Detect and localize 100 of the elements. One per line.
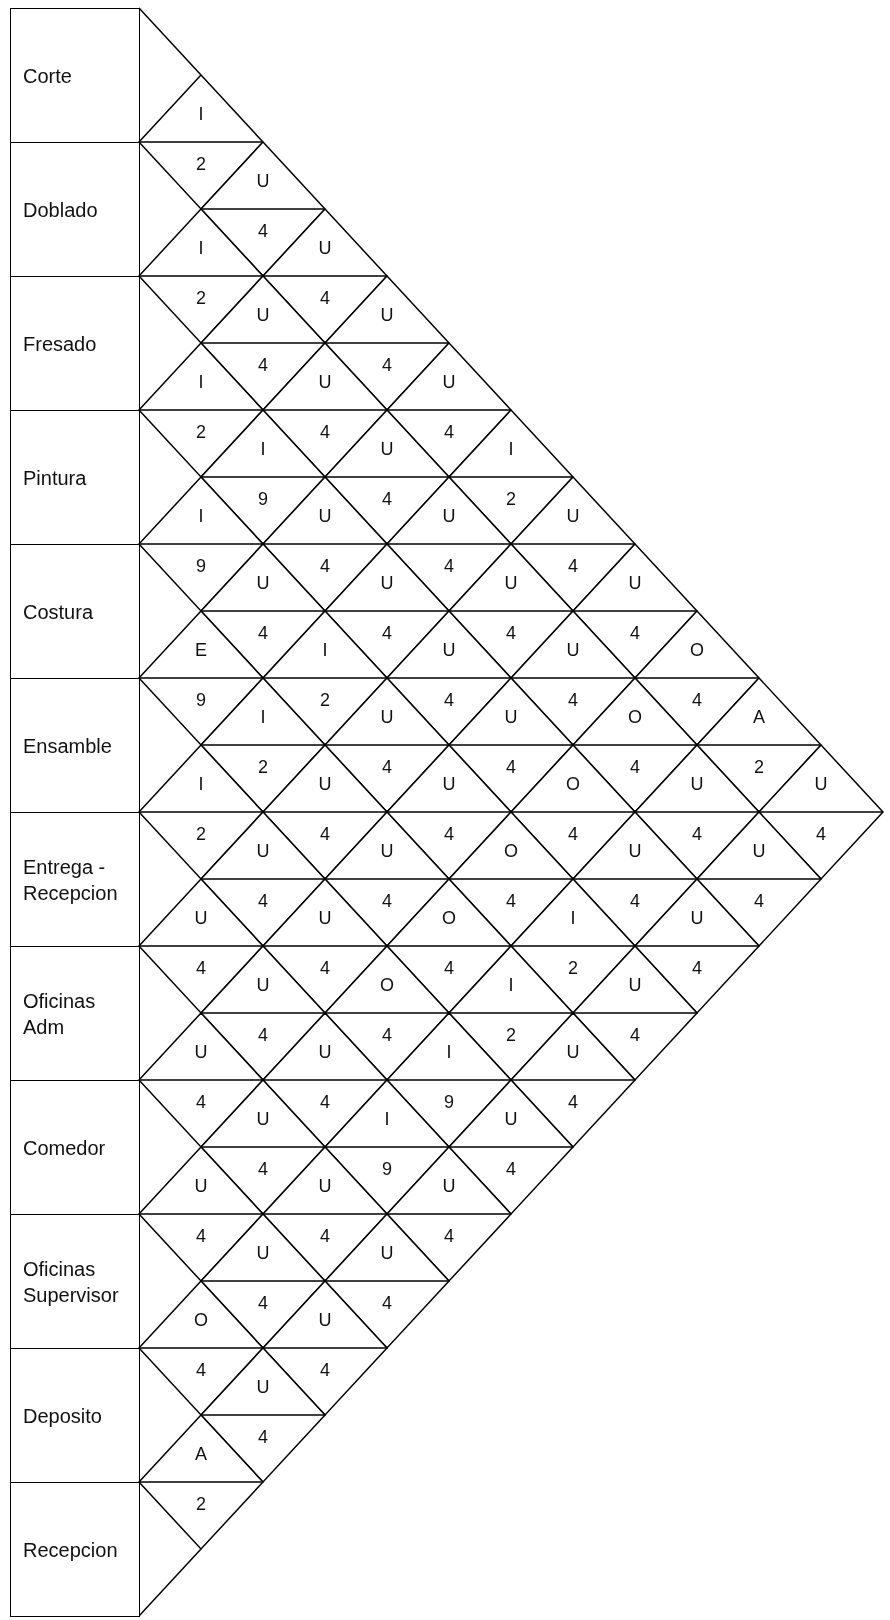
- reason-code: 4: [320, 422, 330, 442]
- reason-code: 4: [320, 958, 330, 978]
- department-name: Doblado: [23, 197, 98, 223]
- reason-code: 4: [568, 824, 578, 844]
- closeness-rating: U: [256, 305, 270, 325]
- closeness-rating: I: [322, 640, 328, 660]
- reason-code: 4: [320, 1226, 330, 1246]
- closeness-rating: A: [195, 1444, 207, 1464]
- department-cell: [10, 276, 140, 411]
- reason-code: 2: [196, 154, 206, 174]
- department-name: Oficinas Supervisor: [23, 1256, 120, 1308]
- closeness-rating: U: [256, 975, 270, 995]
- closeness-rating: U: [504, 1109, 518, 1129]
- reason-code: 4: [320, 556, 330, 576]
- closeness-rating: U: [256, 1377, 270, 1397]
- reason-code: 2: [196, 288, 206, 308]
- closeness-rating: U: [318, 1310, 332, 1330]
- reason-code: 4: [506, 757, 516, 777]
- reason-code: 4: [196, 1226, 206, 1246]
- reason-code: 9: [444, 1092, 454, 1112]
- reason-code: 4: [258, 1427, 268, 1447]
- reason-code: 4: [320, 824, 330, 844]
- reason-code: 4: [444, 690, 454, 710]
- reason-code: 4: [258, 1293, 268, 1313]
- department-name: Corte: [23, 63, 72, 89]
- closeness-rating: U: [814, 774, 828, 794]
- reason-code: 4: [258, 1025, 268, 1045]
- closeness-rating: U: [318, 774, 332, 794]
- reason-code: 4: [506, 1159, 516, 1179]
- reason-code: 4: [320, 1092, 330, 1112]
- reason-code: 9: [382, 1159, 392, 1179]
- closeness-rating: I: [570, 908, 576, 928]
- closeness-rating: U: [504, 707, 518, 727]
- reason-code: 4: [692, 690, 702, 710]
- reason-code: 2: [196, 824, 206, 844]
- closeness-rating: I: [446, 1042, 452, 1062]
- closeness-rating: I: [260, 707, 266, 727]
- department-name: Entrega - Recepcion: [23, 854, 119, 906]
- closeness-rating: U: [566, 506, 580, 526]
- reason-code: 4: [506, 623, 516, 643]
- reason-code: 2: [258, 757, 268, 777]
- reason-code: 4: [692, 958, 702, 978]
- department-cell: [10, 812, 140, 947]
- reason-code: 9: [196, 556, 206, 576]
- reason-code: 4: [568, 690, 578, 710]
- closeness-rating: O: [504, 841, 518, 861]
- closeness-rating: U: [380, 573, 394, 593]
- reason-code: 2: [196, 422, 206, 442]
- closeness-rating: U: [194, 1042, 208, 1062]
- closeness-rating: I: [198, 372, 204, 392]
- reason-code: 4: [382, 623, 392, 643]
- closeness-rating: I: [198, 238, 204, 258]
- reason-code: 4: [630, 623, 640, 643]
- closeness-rating: U: [690, 774, 704, 794]
- reason-code: 2: [506, 489, 516, 509]
- closeness-rating: U: [256, 573, 270, 593]
- closeness-rating: U: [628, 573, 642, 593]
- closeness-rating: O: [566, 774, 580, 794]
- closeness-rating: U: [318, 238, 332, 258]
- closeness-rating: I: [198, 104, 204, 124]
- department-cell: [10, 678, 140, 813]
- reason-code: 2: [506, 1025, 516, 1045]
- reason-code: 9: [258, 489, 268, 509]
- reason-code: 4: [196, 958, 206, 978]
- reason-code: 4: [506, 891, 516, 911]
- reason-code: 4: [444, 1226, 454, 1246]
- reason-code: 4: [382, 489, 392, 509]
- reason-code: 4: [444, 958, 454, 978]
- department-cell: [10, 8, 140, 143]
- department-cell: [10, 142, 140, 277]
- closeness-rating: U: [442, 506, 456, 526]
- department-cell: [10, 946, 140, 1081]
- reason-code: 4: [258, 891, 268, 911]
- department-name: Oficinas Adm: [23, 988, 97, 1040]
- closeness-rating: U: [442, 774, 456, 794]
- closeness-rating: U: [442, 372, 456, 392]
- closeness-rating: U: [628, 841, 642, 861]
- reason-code: 4: [382, 891, 392, 911]
- closeness-rating: U: [380, 841, 394, 861]
- department-name: Costura: [23, 599, 94, 625]
- department-cell: [10, 1482, 140, 1617]
- closeness-rating: U: [194, 908, 208, 928]
- reason-code: 4: [258, 221, 268, 241]
- closeness-rating: U: [442, 1176, 456, 1196]
- department-cell: [10, 1214, 140, 1349]
- reason-code: 4: [630, 1025, 640, 1045]
- closeness-rating: I: [508, 975, 514, 995]
- department-name: Fresado: [23, 331, 97, 357]
- reason-code: 9: [196, 690, 206, 710]
- closeness-rating: I: [508, 439, 514, 459]
- closeness-rating: I: [198, 774, 204, 794]
- closeness-rating: O: [194, 1310, 208, 1330]
- reason-code: 4: [630, 757, 640, 777]
- closeness-rating: U: [194, 1176, 208, 1196]
- closeness-rating: U: [256, 841, 270, 861]
- reason-code: 4: [258, 1159, 268, 1179]
- reason-code: 4: [754, 891, 764, 911]
- closeness-rating: U: [566, 640, 580, 660]
- closeness-rating: I: [198, 506, 204, 526]
- reason-code: 4: [816, 824, 826, 844]
